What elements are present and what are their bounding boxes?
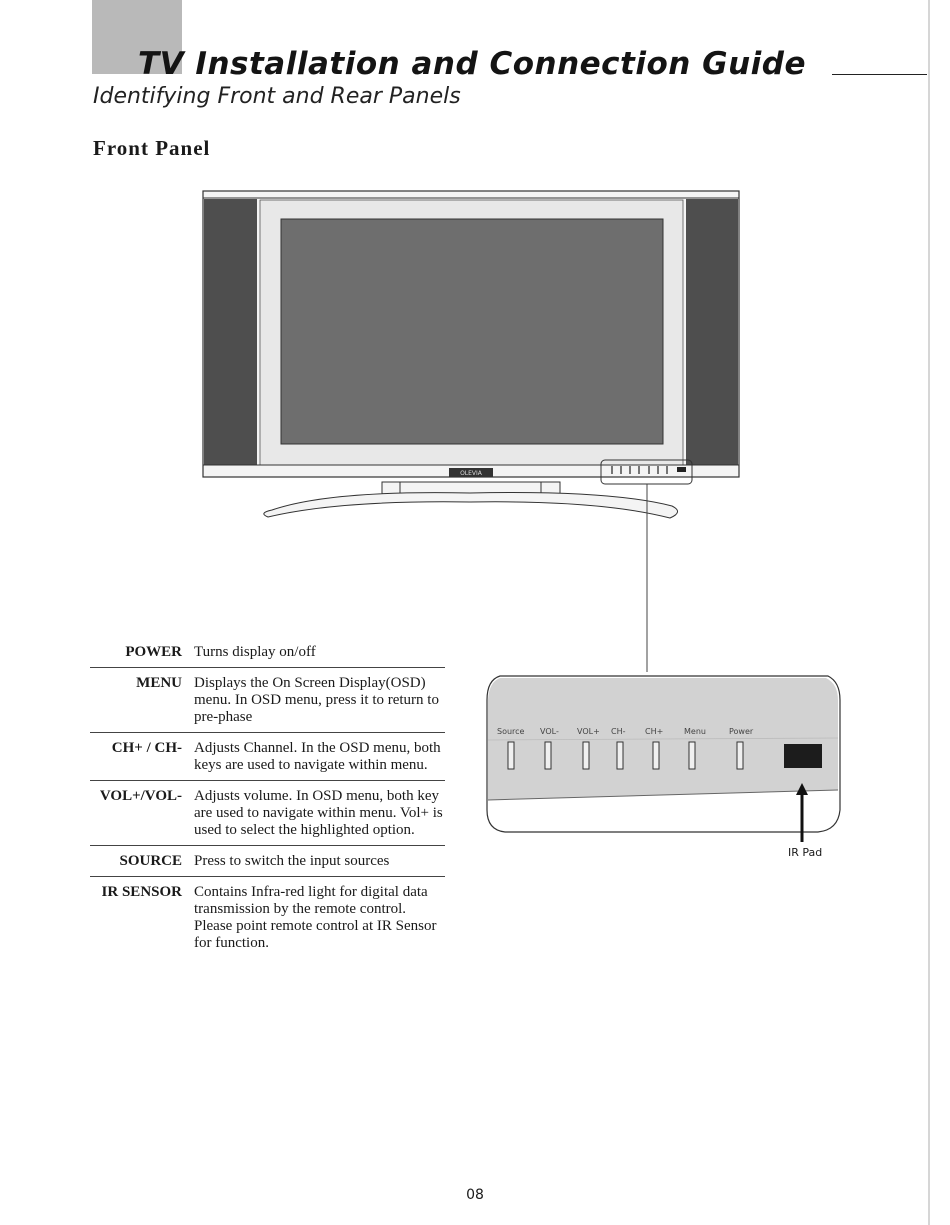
left-speaker	[204, 199, 257, 465]
ir-pad	[784, 744, 822, 768]
vol-plus-button[interactable]	[582, 741, 590, 770]
menu-button[interactable]	[688, 741, 696, 770]
vol-minus-button[interactable]	[544, 741, 552, 770]
table-row: SOURCE Press to switch the input sources	[90, 846, 445, 877]
page-edge	[928, 0, 930, 1225]
page-subtitle: Identifying Front and Rear Panels	[93, 84, 461, 109]
ir-pad-label: IR Pad	[788, 846, 823, 859]
ch-minus-button[interactable]	[616, 741, 624, 770]
control-description: Adjusts volume. In OSD menu, both key ar…	[194, 788, 443, 838]
control-key: VOL+/VOL-	[99, 788, 182, 804]
control-description: Contains Infra-red light for digital dat…	[194, 884, 437, 951]
control-key: CH+ / CH-	[111, 740, 182, 756]
control-key: POWER	[125, 644, 182, 660]
label-vol-plus: VOL+	[577, 727, 600, 736]
right-speaker	[686, 199, 738, 465]
control-key: SOURCE	[119, 853, 182, 869]
label-menu: Menu	[684, 727, 706, 736]
brand-logo-text: OLEVIA	[460, 470, 483, 477]
table-row: CH+ / CH- Adjusts Channel. In the OSD me…	[90, 733, 445, 781]
header-corner-block	[92, 0, 182, 74]
section-title: Front Panel	[93, 136, 211, 160]
controls-table: POWER Turns display on/off MENU Displays…	[90, 640, 445, 958]
tv-screen	[280, 218, 664, 445]
label-source: Source	[497, 727, 525, 736]
control-description: Displays the On Screen Display(OSD) menu…	[194, 675, 439, 725]
control-key: IR SENSOR	[101, 884, 182, 900]
control-description: Turns display on/off	[194, 644, 316, 660]
table-row: VOL+/VOL- Adjusts volume. In OSD menu, b…	[90, 781, 445, 846]
control-description: Adjusts Channel. In the OSD menu, both k…	[194, 740, 441, 773]
label-power: Power	[729, 727, 754, 736]
page-number: 08	[466, 1187, 484, 1203]
tv-illustration: OLEVIA Source VOL- VOL+ CH- CH+ Menu Pow…	[202, 190, 841, 842]
table-row: POWER Turns display on/off	[90, 640, 445, 668]
label-vol-minus: VOL-	[540, 727, 559, 736]
ch-plus-button[interactable]	[652, 741, 660, 770]
label-ch-minus: CH-	[611, 727, 626, 736]
table-row: MENU Displays the On Screen Display(OSD)…	[90, 668, 445, 733]
source-button[interactable]	[507, 741, 515, 770]
title-rule	[832, 74, 927, 75]
control-key: MENU	[136, 675, 182, 691]
brand-logo	[449, 468, 493, 477]
page-title: TV Installation and Connection Guide	[138, 46, 807, 82]
control-description: Press to switch the input sources	[194, 853, 390, 869]
tv-stand-base	[263, 492, 678, 519]
power-button[interactable]	[736, 741, 744, 770]
label-ch-plus: CH+	[645, 727, 663, 736]
table-row: IR SENSOR Contains Infra-red light for d…	[90, 877, 445, 958]
